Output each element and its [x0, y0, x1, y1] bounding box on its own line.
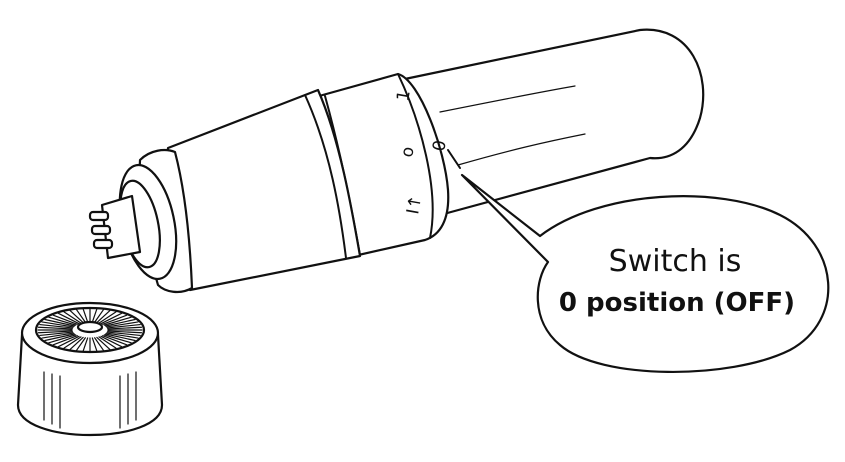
callout-shape — [460, 173, 830, 373]
knurl-line — [94, 309, 105, 323]
dial-mark-0: 0 — [429, 139, 451, 153]
knurl-line — [48, 316, 77, 326]
knurl-line — [75, 309, 86, 323]
knurl-line — [82, 308, 89, 323]
knurl-line — [44, 333, 76, 342]
knurl-line — [57, 312, 80, 325]
knurl-line — [100, 312, 123, 325]
dial-markings: 1 0 I↑ o — [393, 89, 451, 216]
knurl-line — [107, 326, 143, 330]
knurl-line — [106, 321, 139, 328]
trimmer-barrel — [398, 28, 705, 217]
dial-mark-1: 1 — [393, 89, 415, 103]
knurl-line — [44, 318, 76, 327]
knurl-line — [69, 336, 84, 351]
knurl-line — [37, 326, 73, 330]
dial-pointer-tick — [447, 149, 461, 169]
knurl-line — [69, 309, 84, 324]
knurl-line — [104, 333, 136, 342]
dial-mark-o: o — [397, 145, 419, 159]
knurl-line — [63, 336, 82, 349]
knurl-line — [41, 332, 74, 339]
knurl-line — [94, 337, 105, 351]
trimmer-device: 1 0 I↑ o — [88, 28, 705, 294]
knurl-line — [82, 337, 89, 352]
knurl-line — [63, 311, 82, 324]
knurl-line — [100, 335, 123, 348]
knurl-line — [91, 337, 98, 352]
trimmer-blade-teeth — [88, 210, 114, 250]
trimmer-cap — [16, 301, 164, 436]
knurl-line — [106, 331, 141, 337]
knurl-line — [106, 332, 139, 339]
knurl-line — [48, 334, 77, 344]
dial-mark-lock: I↑ — [403, 193, 426, 215]
knurl-line — [91, 308, 98, 323]
knurl-line — [39, 331, 74, 337]
knurl-line — [98, 336, 117, 349]
callout-bubble: Switch is 0 position (OFF) — [460, 173, 830, 373]
knurl-line — [39, 323, 74, 329]
knurl-line — [98, 311, 117, 324]
knurl-line — [104, 318, 136, 327]
cap-knurling — [37, 308, 143, 352]
knurl-line — [37, 330, 73, 334]
knurl-line — [103, 316, 132, 326]
knurl-line — [75, 337, 86, 351]
knurl-line — [57, 335, 80, 348]
knurl-line — [52, 335, 78, 346]
knurl-line — [103, 334, 132, 344]
knurl-line — [96, 336, 111, 351]
knurl-line — [96, 309, 111, 324]
knurl-line — [102, 314, 128, 325]
knurl-line — [52, 314, 78, 325]
knurl-line — [41, 321, 74, 328]
knurl-line — [107, 330, 143, 334]
knurl-line — [106, 323, 141, 329]
knurl-line — [102, 335, 128, 346]
callout-text-line1: Switch is — [609, 244, 742, 279]
callout-text-line2: 0 position (OFF) — [559, 288, 795, 318]
